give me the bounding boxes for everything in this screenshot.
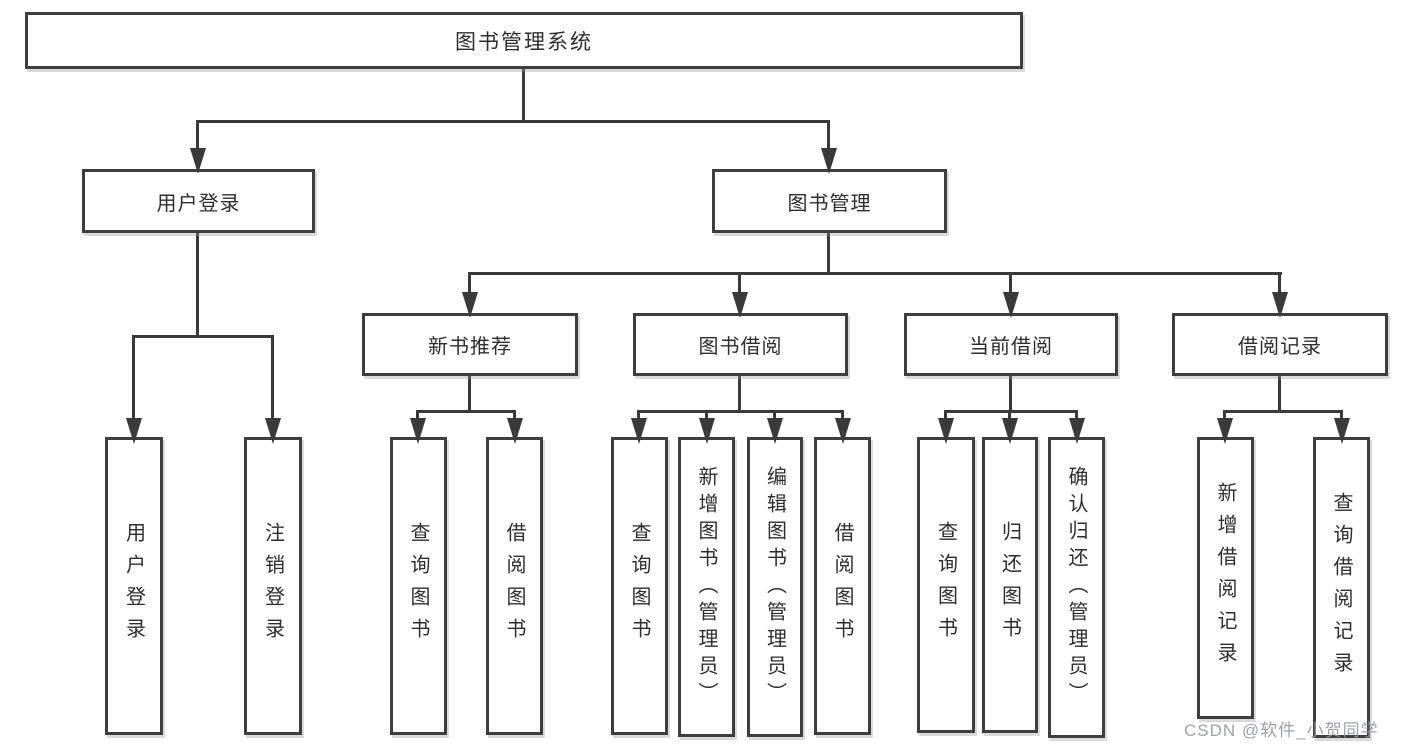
connector-root-stem	[522, 69, 525, 122]
leaf-nb-borrow-label: 借阅图书	[503, 522, 525, 650]
connector-borrowing-down	[738, 376, 741, 412]
node-root-label: 图书管理系统	[455, 29, 593, 54]
arrowhead-icon	[1272, 292, 1288, 318]
connector-rec-query-stem	[1340, 410, 1343, 420]
arrowhead-icon	[1217, 418, 1233, 444]
arrowhead-icon	[507, 418, 523, 444]
connector-rec-add-stem	[1223, 410, 1226, 420]
connector-borrowing-stem	[738, 272, 741, 296]
arrowhead-icon	[1002, 418, 1018, 444]
connector-bw-add-stem	[705, 410, 708, 420]
connector-login-stem	[132, 335, 135, 420]
connector-level2-hline	[468, 272, 1282, 275]
arrowhead-icon	[821, 148, 837, 174]
leaf-cur-return-label: 归还图书	[998, 521, 1021, 649]
leaf-nb-query: 查询图书	[390, 437, 447, 735]
arrowhead-icon	[1334, 418, 1350, 444]
node-borrowing-label: 图书借阅	[698, 336, 783, 358]
node-book-mgmt-label: 图书管理	[787, 192, 872, 215]
leaf-bw-query: 查询图书	[611, 437, 668, 735]
connector-current-down	[1009, 376, 1012, 412]
leaf-bw-add-label: 新增图书（管理员）	[695, 465, 717, 709]
connector-new-books-down	[468, 376, 471, 412]
connector-records-down	[1278, 376, 1281, 412]
leaf-login-label: 用户登录	[122, 522, 145, 650]
connector-new-books-hline	[416, 410, 516, 413]
connector-bw-query-stem	[637, 410, 640, 420]
connector-borrowing-hline	[637, 410, 844, 413]
connector-records-hline	[1223, 410, 1343, 413]
arrowhead-icon	[835, 418, 851, 444]
connector-new-books-stem	[468, 272, 471, 296]
leaf-logout-label: 注销登录	[261, 522, 284, 650]
node-records: 借阅记录	[1172, 313, 1388, 376]
arrowhead-icon	[1003, 292, 1019, 318]
node-root: 图书管理系统	[25, 12, 1023, 69]
node-borrowing: 图书借阅	[633, 313, 848, 376]
leaf-bw-borrow-label: 借阅图书	[831, 522, 853, 650]
connector-user-login-down	[196, 233, 199, 337]
node-book-mgmt: 图书管理	[712, 169, 947, 233]
leaf-rec-query: 查询借阅记录	[1313, 437, 1370, 738]
connector-root-hline	[196, 120, 830, 123]
connector-cur-return-stem	[1008, 410, 1011, 420]
arrowhead-icon	[732, 292, 748, 318]
leaf-nb-query-label: 查询图书	[407, 522, 429, 650]
arrowhead-icon	[410, 418, 426, 444]
leaf-rec-query-label: 查询借阅记录	[1330, 491, 1352, 684]
connector-bw-borrow-stem	[841, 410, 844, 420]
arrowhead-icon	[938, 418, 954, 444]
connector-cur-query-stem	[944, 410, 947, 420]
connector-nb-borrow-stem	[513, 410, 516, 420]
connector-logout-stem	[271, 335, 274, 420]
arrowhead-icon	[126, 418, 142, 444]
connector-cur-confirm-stem	[1075, 410, 1078, 420]
leaf-bw-add: 新增图书（管理员）	[678, 437, 735, 737]
leaf-bw-borrow: 借阅图书	[814, 437, 871, 735]
arrowhead-icon	[265, 418, 281, 444]
connector-records-stem	[1278, 272, 1281, 296]
node-new-books-label: 新书推荐	[428, 336, 512, 358]
watermark: CSDN @软件_小贺同学	[1184, 721, 1379, 740]
arrowhead-icon	[699, 418, 715, 444]
leaf-rec-add: 新增借阅记录	[1197, 437, 1254, 719]
leaf-bw-edit: 编辑图书（管理员）	[747, 437, 803, 737]
leaf-rec-add-label: 新增借阅记录	[1214, 482, 1236, 674]
leaf-cur-return: 归还图书	[982, 437, 1038, 733]
arrowhead-icon	[631, 418, 647, 444]
connector-nb-query-stem	[416, 410, 419, 420]
connector-book-mgmt-down	[827, 233, 830, 274]
node-current-label: 当前借阅	[969, 336, 1053, 358]
leaf-logout: 注销登录	[244, 437, 302, 735]
leaf-cur-confirm-label: 确认归还（管理员）	[1065, 466, 1087, 709]
node-current: 当前借阅	[904, 313, 1118, 376]
leaf-cur-query-label: 查询图书	[934, 521, 957, 649]
node-user-login: 用户登录	[82, 169, 315, 233]
leaf-nb-borrow: 借阅图书	[486, 437, 543, 735]
node-new-books: 新书推荐	[362, 313, 578, 376]
connector-user-login-stem	[196, 120, 199, 152]
leaf-login: 用户登录	[105, 437, 163, 735]
connector-current-stem	[1009, 272, 1012, 296]
node-user-login-label: 用户登录	[156, 192, 241, 215]
leaf-cur-query: 查询图书	[917, 437, 975, 733]
leaf-cur-confirm: 确认归还（管理员）	[1048, 437, 1105, 738]
leaf-bw-edit-label: 编辑图书（管理员）	[763, 465, 786, 709]
node-records-label: 借阅记录	[1238, 336, 1322, 358]
arrowhead-icon	[190, 148, 206, 174]
leaf-bw-query-label: 查询图书	[628, 522, 650, 650]
connector-user-login-hline	[132, 335, 274, 338]
connector-current-hline	[944, 410, 1078, 413]
connector-book-mgmt-stem	[827, 120, 830, 152]
arrowhead-icon	[462, 292, 478, 318]
arrowhead-icon	[767, 418, 783, 444]
arrowhead-icon	[1069, 418, 1085, 444]
connector-bw-edit-stem	[773, 410, 776, 420]
